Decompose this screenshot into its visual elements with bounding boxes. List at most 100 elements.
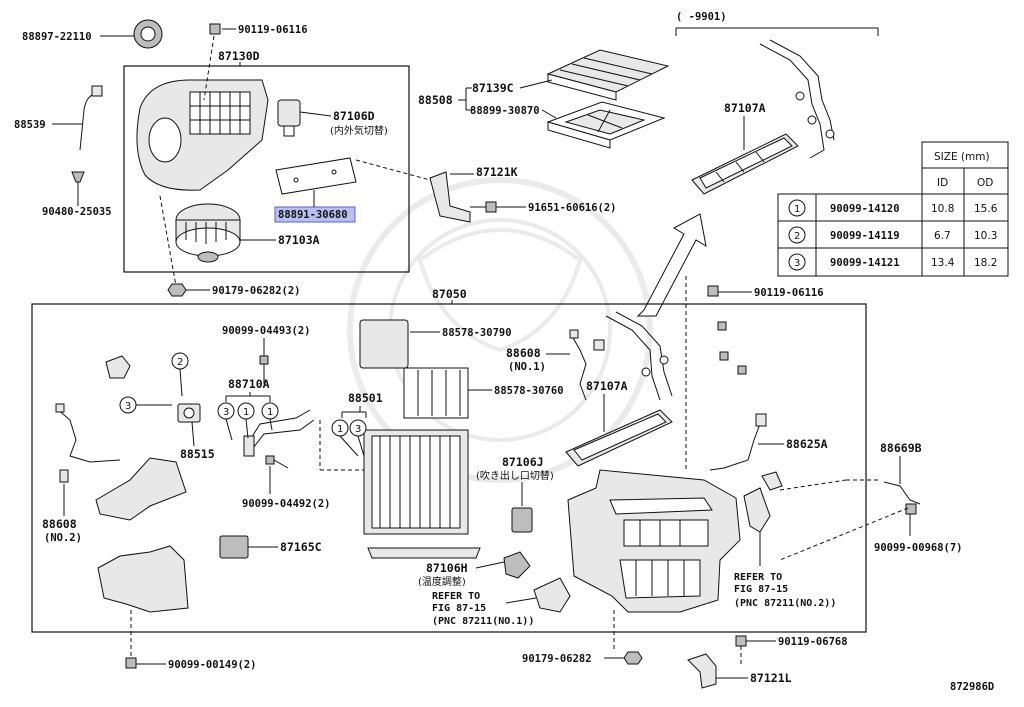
- size-row-od: 15.6: [974, 203, 998, 215]
- arrow-shape: [636, 213, 707, 317]
- plate-shape: [275, 157, 357, 195]
- label-87121K: 87121K: [476, 165, 518, 179]
- clips-shape-right: [717, 321, 747, 375]
- harness-88608-no2-shape: [55, 403, 121, 483]
- sensor-shape-left: [105, 355, 131, 379]
- heater-pipes-top-shape: [759, 39, 835, 159]
- label-88501: 88501: [348, 391, 383, 405]
- evaporator-shape: [363, 429, 481, 559]
- size-row-part: 90099-14120: [830, 203, 900, 215]
- note-87106D: (内外気切替): [330, 124, 388, 137]
- label-90099-00149: 90099-00149(2): [168, 659, 257, 671]
- sensor-88625A-shape: [709, 413, 767, 471]
- ref2-line1: REFER TO: [734, 572, 782, 583]
- hvac-case-shape: [567, 469, 741, 613]
- size-table-col-id: ID: [937, 177, 948, 189]
- clip-shape: [71, 171, 85, 183]
- actuator-87106H-shape: [503, 551, 531, 579]
- size-row-num: 2: [794, 231, 800, 242]
- label-90119-06116-mid: 90119-06116: [754, 287, 824, 299]
- size-row-part: 90099-14119: [830, 230, 900, 242]
- filter-88899-30870-shape: [546, 101, 666, 149]
- label-87121L: 87121L: [750, 671, 792, 685]
- label-88710A: 88710A: [228, 377, 270, 391]
- ref1-line3: (PNC 87211(NO.1)): [432, 616, 534, 627]
- size-row-od: 10.3: [974, 230, 997, 242]
- label-88669B: 88669B: [880, 441, 922, 455]
- label-87106D: 87106D: [333, 109, 375, 123]
- note-88608-no2: (NO.2): [44, 532, 82, 544]
- size-row-id: 10.8: [931, 203, 954, 215]
- screw-shape-04493: [259, 355, 269, 384]
- label-87106H: 87106H: [426, 561, 468, 575]
- watermark-emblem: [347, 177, 653, 483]
- label-90099-04493: 90099-04493(2): [222, 325, 311, 337]
- size-table-title: SIZE (mm): [934, 151, 990, 163]
- label-87107A-mid: 87107A: [586, 379, 628, 393]
- actuator-87106J-shape: [511, 507, 533, 533]
- label-87107A-top: 87107A: [724, 101, 766, 115]
- bolt-shape-91651: [485, 201, 497, 213]
- note-87106J: (吹き出し口切替): [476, 469, 554, 482]
- label-87103A: 87103A: [278, 233, 320, 247]
- diagram-id: 872986D: [950, 681, 994, 693]
- label-90179-06282-2: 90179-06282(2): [212, 285, 301, 297]
- circle-mark-2-valve: 2: [177, 357, 183, 368]
- label-90119-06116-top: 90119-06116: [238, 24, 308, 36]
- unit-group-box: [31, 303, 867, 633]
- screw-shape-00149: [125, 657, 137, 669]
- label-88891-30680[interactable]: 88891-30680: [278, 209, 348, 221]
- link-shape: [533, 577, 571, 613]
- label-88539: 88539: [14, 119, 46, 131]
- pipe-88710A-shape: [243, 409, 315, 457]
- note-88608-no1: (NO.1): [508, 361, 546, 373]
- ref1-line2: FIG 87-15: [432, 603, 486, 614]
- label-90179-06282: 90179-06282: [522, 653, 592, 665]
- label-88897-22110: 88897-22110: [22, 31, 92, 43]
- filter-87139C-shape: [546, 49, 670, 101]
- heater-core-top-shape: [691, 133, 799, 195]
- label-88899-30870: 88899-30870: [470, 105, 540, 117]
- label-90099-04492: 90099-04492(2): [242, 498, 331, 510]
- label-91651-60616: 91651-60616(2): [528, 202, 617, 214]
- link-right-shape: [743, 487, 771, 533]
- amplifier-shape: [219, 535, 249, 559]
- label-90099-00968: 90099-00968(7): [874, 542, 963, 554]
- mode-motor-shape: [277, 99, 301, 137]
- expansion-valve-shape: [177, 403, 201, 423]
- ref1-line1: REFER TO: [432, 591, 480, 602]
- bracket-87121K-shape: [429, 171, 471, 223]
- blower-fan-shape: [175, 203, 241, 263]
- blower-group-box: [123, 65, 410, 273]
- label-88608-no2: 88608: [42, 517, 77, 531]
- label-87139C: 87139C: [472, 81, 514, 95]
- heater-core-mid-shape: [565, 409, 673, 467]
- nut-shape-90179-bottom: [623, 651, 643, 665]
- circle-mark-3-valve: 3: [125, 401, 131, 412]
- label-87106J: 87106J: [502, 455, 544, 469]
- label-88578-30760: 88578-30760: [494, 385, 564, 397]
- label-90119-06768: 90119-06768: [778, 636, 848, 648]
- label-88608-no1: 88608: [506, 346, 541, 360]
- label-88578-30790: 88578-30790: [442, 327, 512, 339]
- size-row-od: 18.2: [974, 257, 997, 269]
- seal-ring-shape: [133, 19, 163, 49]
- harness-88608-no1-shape: [569, 329, 605, 401]
- screw-shape-04492: [265, 455, 289, 469]
- ref2-line2: FIG 87-15: [734, 584, 788, 595]
- heater-pipes-mid-shape: [605, 311, 673, 401]
- circle-mark-1-pipe-a: 1: [243, 407, 249, 418]
- highlight-88891-30680: [274, 206, 356, 223]
- size-row-num: 1: [794, 204, 800, 215]
- label-87165C: 87165C: [280, 540, 322, 554]
- filter-88578-30790-shape: [359, 319, 409, 369]
- circle-mark-3-pipe: 3: [223, 407, 229, 418]
- size-row-num: 3: [794, 258, 800, 269]
- circle-mark-1-pipe-b: 1: [267, 407, 273, 418]
- blower-housing-shape: [136, 79, 269, 191]
- bolt-shape-mid: [707, 285, 719, 297]
- label-9901: ( -9901): [676, 11, 727, 23]
- bolt-shape-top: [209, 23, 221, 35]
- clip-shape-00968: [905, 503, 917, 515]
